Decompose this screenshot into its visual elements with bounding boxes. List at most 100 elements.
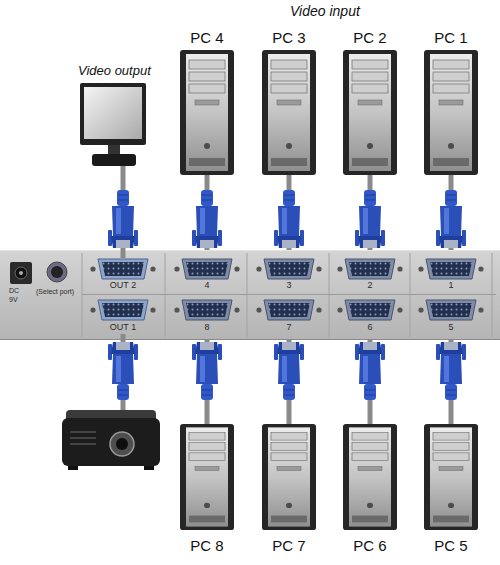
vga-socket (418, 300, 483, 320)
panel-divider (492, 253, 493, 337)
vga-port: OUT 2 (86, 256, 160, 292)
port-number: 3 (286, 280, 291, 292)
switch-panel (0, 250, 500, 340)
vga-plug (192, 190, 222, 248)
select-socket-hole (51, 266, 63, 278)
projector-vent (70, 437, 96, 439)
vga-socket (256, 300, 321, 320)
vga-port: 5 (414, 297, 488, 334)
pc-tower: PC 5 (423, 424, 479, 555)
group-heading: Video output (78, 63, 151, 79)
vga-port: 4 (170, 256, 244, 292)
panel-divider (247, 253, 248, 337)
vga-socket (337, 300, 402, 320)
vga-port: 1 (414, 256, 488, 292)
voltage-label: 9V (9, 296, 18, 304)
projector-lens (110, 432, 134, 456)
vga-plug (436, 190, 466, 248)
pc-label: PC 7 (272, 537, 305, 555)
vga-plug (274, 342, 304, 400)
pc-tower: PC 4 (179, 29, 235, 175)
pc-label: PC 3 (272, 29, 305, 47)
vga-port: 8 (170, 297, 244, 334)
pc-tower: PC 2 (342, 29, 398, 175)
pc-label: PC 8 (190, 537, 223, 555)
panel-edge (0, 250, 500, 251)
projector-lens-glass (116, 438, 128, 450)
pc-label: PC 4 (190, 29, 223, 47)
port-number: OUT 1 (110, 322, 136, 334)
vga-plug (436, 342, 466, 400)
panel-divider (165, 253, 166, 337)
pc-tower: PC 7 (261, 424, 317, 555)
monitor-frame (80, 83, 146, 145)
pc-tower-picture (424, 424, 478, 530)
panel-divider (410, 253, 411, 337)
pc-tower-picture (343, 50, 397, 175)
projector-foot (68, 466, 78, 470)
pc-tower-picture (262, 50, 316, 175)
panel-edge (0, 339, 500, 340)
pc-tower-picture (180, 50, 234, 175)
vga-socket (337, 259, 402, 279)
select-socket (47, 262, 67, 282)
projector-vent (70, 443, 96, 445)
port-number: 4 (204, 280, 209, 292)
vga-plug (108, 342, 138, 400)
vga-plug (274, 342, 304, 400)
port-number: OUT 2 (110, 280, 136, 292)
vga-plug (108, 342, 138, 400)
vga-plug (274, 190, 304, 248)
pc-tower-picture (180, 424, 234, 530)
vga-port: 7 (252, 297, 326, 334)
panel-divider (329, 253, 330, 337)
panel-divider (82, 253, 83, 337)
vga-socket (90, 300, 155, 320)
dc-jack-hole (15, 267, 27, 279)
vga-socket (174, 259, 239, 279)
vga-plug (355, 342, 385, 400)
vga-socket (418, 259, 483, 279)
port-number: 6 (367, 322, 372, 334)
vga-plug (192, 342, 222, 400)
vga-port: 6 (333, 297, 407, 334)
dc-jack (10, 262, 32, 284)
projector-foot (144, 466, 154, 470)
vga-plug (355, 190, 385, 248)
port-number: 1 (448, 280, 453, 292)
port-number: 8 (204, 322, 209, 334)
monitor-foot (92, 154, 136, 166)
vga-plug (436, 342, 466, 400)
vga-port: OUT 1 (86, 297, 160, 334)
dc-jack-pin (19, 271, 23, 275)
vga-plug (108, 190, 138, 248)
vga-port: 3 (252, 256, 326, 292)
port-number: 2 (367, 280, 372, 292)
pc-label: PC 5 (434, 537, 467, 555)
monitor-neck (108, 145, 120, 155)
vga-plug (192, 342, 222, 400)
group-heading: Video input (290, 3, 360, 20)
vga-plug (355, 342, 385, 400)
pc-tower-picture (424, 50, 478, 175)
projector-body (62, 418, 160, 466)
port-number: 7 (286, 322, 291, 334)
vga-socket (90, 259, 155, 279)
select-label: (Select port) (36, 288, 74, 296)
pc-label: PC 2 (353, 29, 386, 47)
vga-port: 2 (333, 256, 407, 292)
monitor-screen (84, 87, 142, 139)
pc-tower: PC 6 (342, 424, 398, 555)
panel-divider (82, 294, 496, 295)
pc-tower-picture (343, 424, 397, 530)
pc-tower: PC 8 (179, 424, 235, 555)
pc-label: PC 1 (434, 29, 467, 47)
vga-socket (256, 259, 321, 279)
pc-tower-picture (262, 424, 316, 530)
pc-label: PC 6 (353, 537, 386, 555)
port-number: 5 (448, 322, 453, 334)
vga-socket (174, 300, 239, 320)
pc-tower: PC 1 (423, 29, 479, 175)
